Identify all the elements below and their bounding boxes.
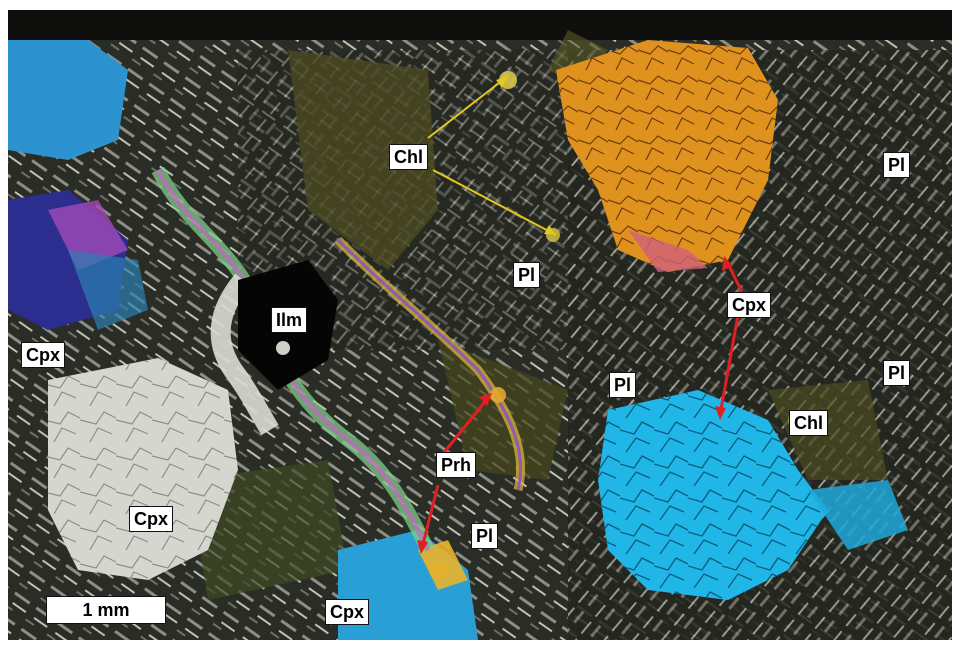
micrograph-image xyxy=(8,10,952,640)
label-cpx-bottom: Cpx xyxy=(325,599,370,625)
label-pl-mid: Pl xyxy=(609,372,637,398)
label-cpx-right: Cpx xyxy=(727,292,772,318)
label-ilm: Ilm xyxy=(271,307,308,333)
label-pl-center: Pl xyxy=(513,262,541,288)
label-prh: Prh xyxy=(436,452,477,478)
label-chl-right: Chl xyxy=(789,410,828,436)
thin-section-micrograph: Chl Chl Pl Pl Pl Pl Pl Cpx Cpx Cpx Cpx I… xyxy=(8,10,952,640)
scale-bar: 1 mm xyxy=(46,596,166,624)
label-cpx-white-crystal: Cpx xyxy=(129,506,174,532)
label-pl-bottom: Pl xyxy=(471,523,499,549)
label-cpx-left: Cpx xyxy=(21,342,66,368)
label-pl-upper-right: Pl xyxy=(883,152,911,178)
label-pl-right: Pl xyxy=(883,360,911,386)
label-chl-upper: Chl xyxy=(389,144,428,170)
